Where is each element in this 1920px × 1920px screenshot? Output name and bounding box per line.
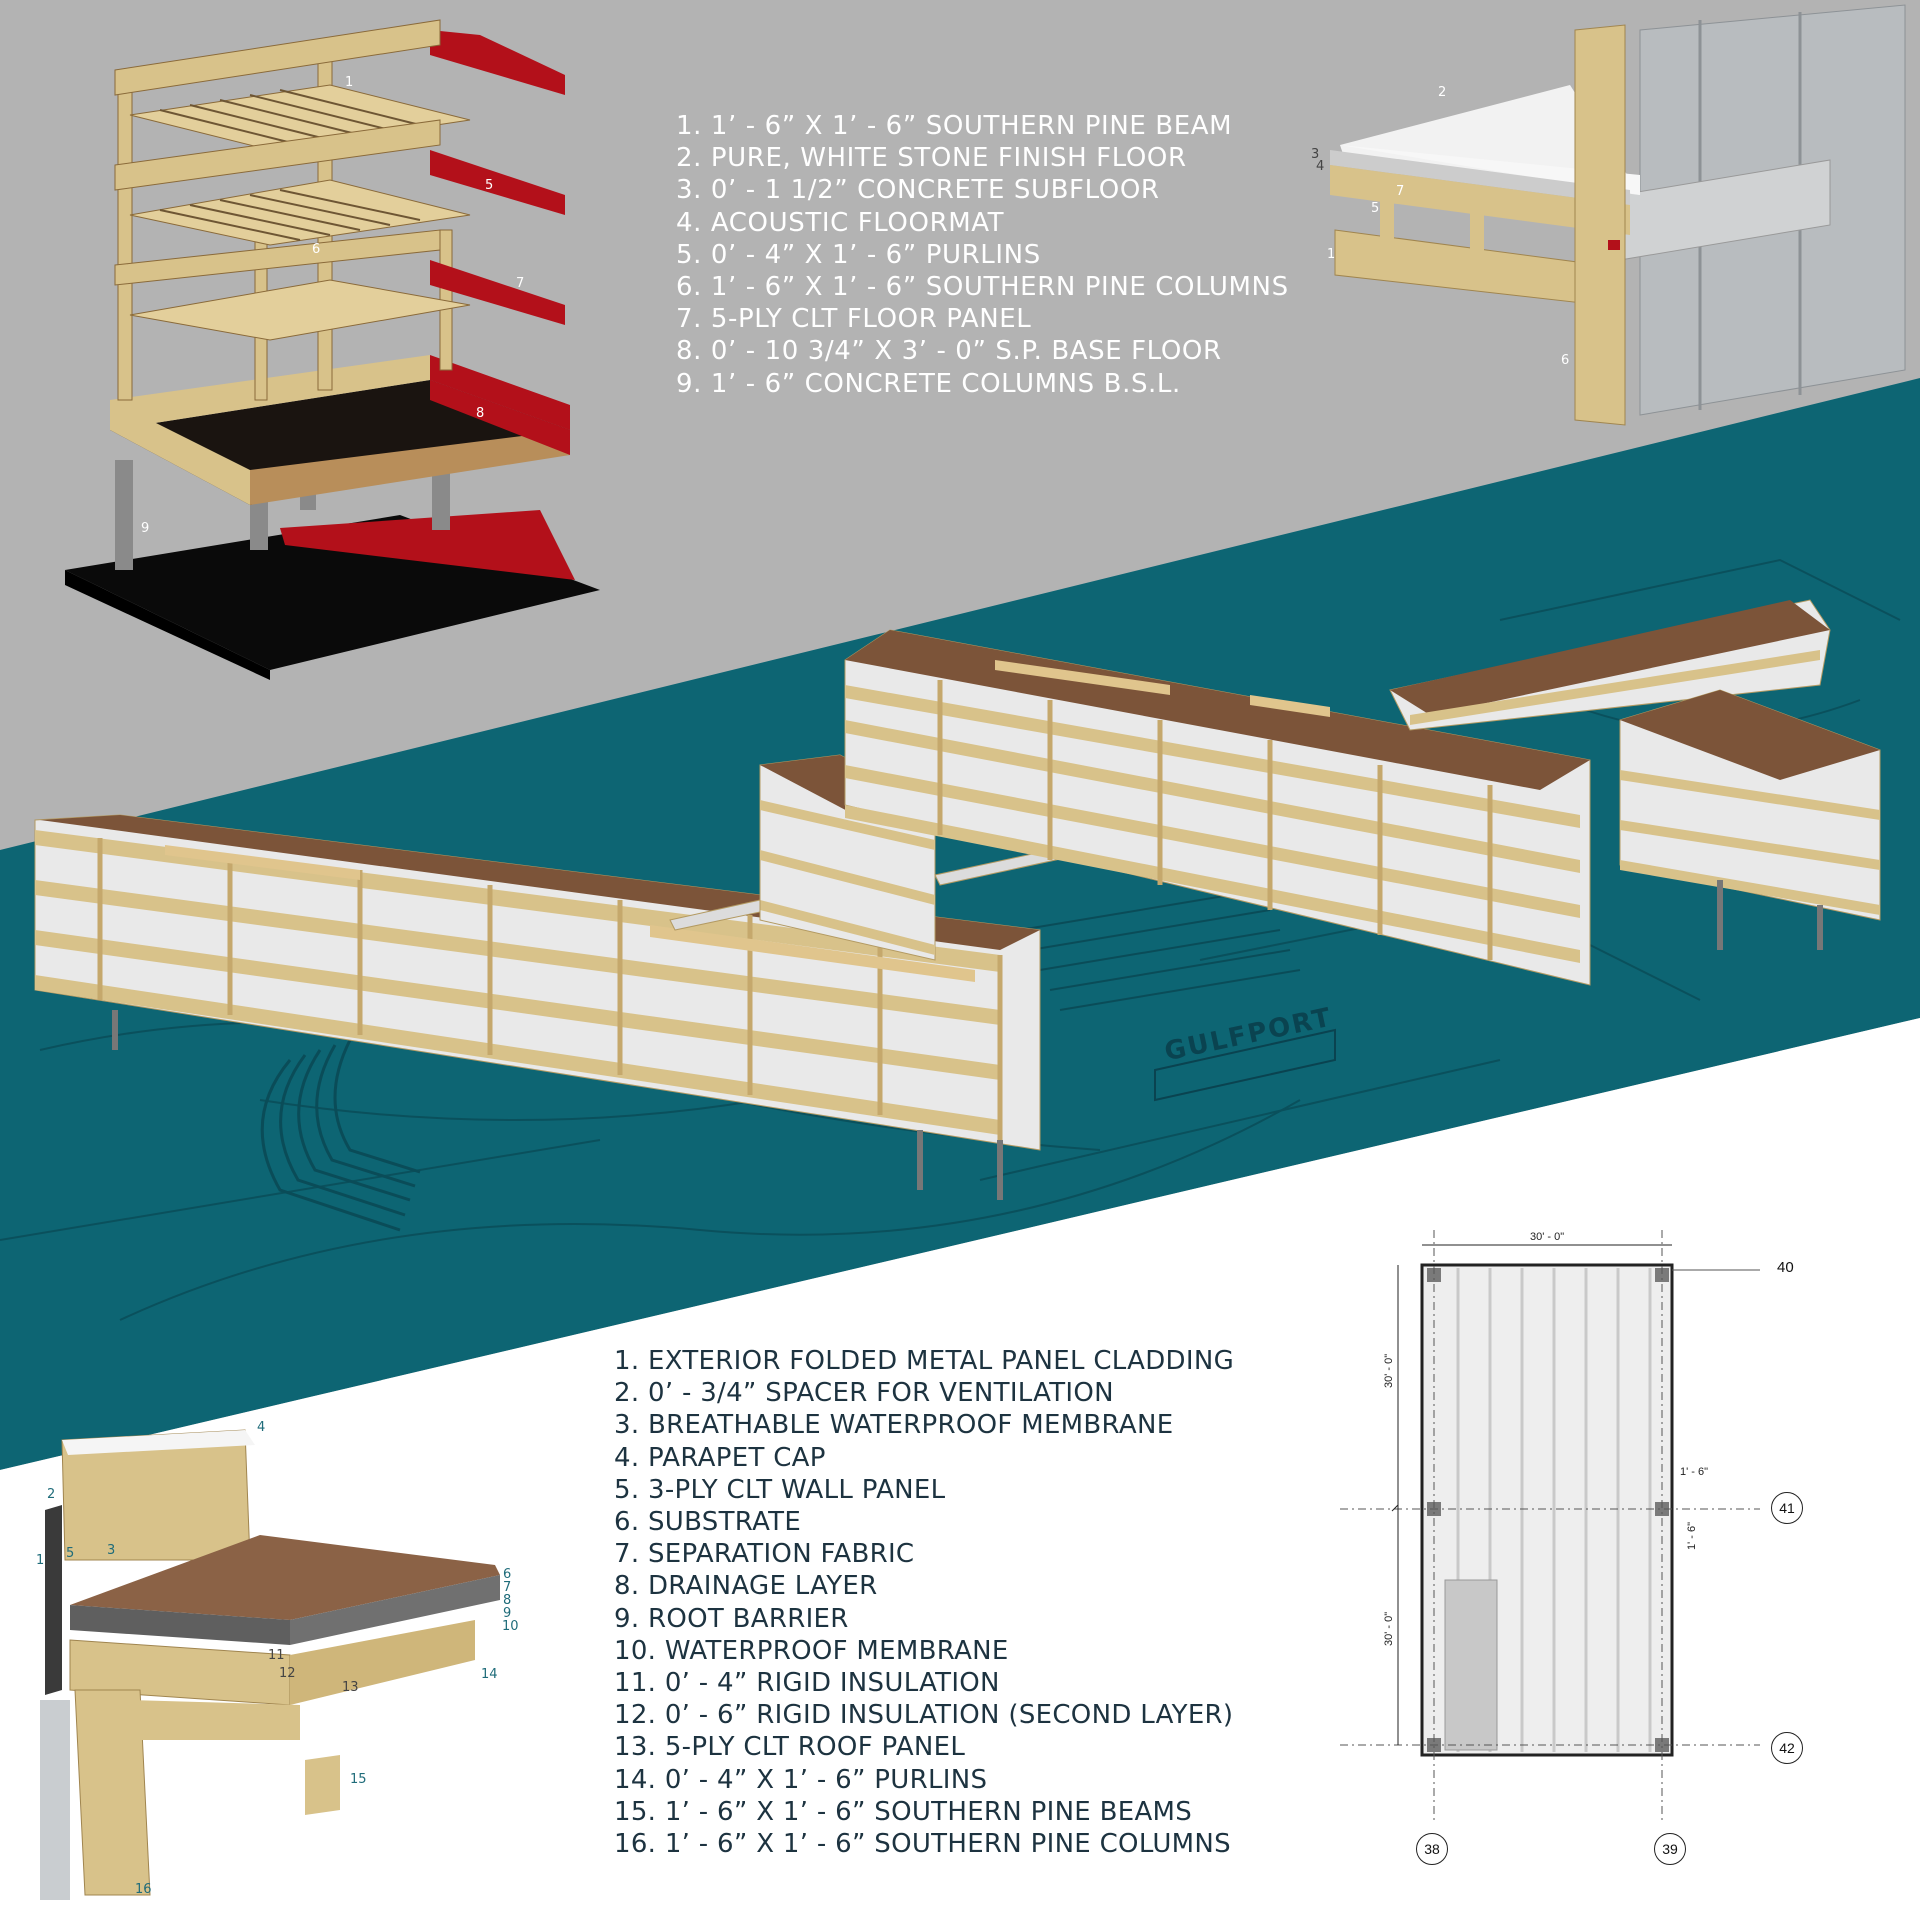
grid-row-label: 40 — [1777, 1259, 1794, 1276]
right-upper-wing — [1389, 599, 1831, 731]
legend-item: 10. WATERPROOF MEMBRANE — [614, 1635, 1009, 1666]
frame-tag: 9 — [141, 521, 150, 536]
grid-row-label: 42 — [1779, 1740, 1795, 1756]
legend-item: 11. 0’ - 4” RIGID INSULATION — [614, 1668, 1000, 1699]
legend-item: 8. 0’ - 10 3/4” X 3’ - 0” S.P. BASE FLOO… — [676, 336, 1222, 367]
legend-item: 7. 5-PLY CLT FLOOR PANEL — [676, 304, 1032, 335]
legend-item: 12. 0’ - 6” RIGID INSULATION (SECOND LAY… — [614, 1700, 1234, 1731]
site-steps — [1019, 889, 1301, 1011]
grid-row-label: 41 — [1779, 1500, 1795, 1516]
legend-item: 9. 1’ - 6” CONCRETE COLUMNS B.S.L. — [676, 368, 1181, 399]
center-wing — [844, 629, 1591, 986]
roof-detail-tag: 2 — [47, 1487, 56, 1502]
grid-row-bubble: 42 — [1771, 1732, 1803, 1764]
legend-item: 6. SUBSTRATE — [614, 1507, 802, 1538]
amphitheater — [260, 1039, 421, 1232]
legend-item: 1. 1’ - 6” X 1’ - 6” SOUTHERN PINE BEAM — [676, 111, 1233, 141]
roof-detail-tag: 3 — [107, 1543, 116, 1558]
structural-legend: 1. 1’ - 6” X 1’ - 6” SOUTHERN PINE BEAM … — [676, 110, 1289, 400]
roof-detail-tag: 16 — [135, 1882, 152, 1897]
site-plan-lines — [0, 558, 1901, 1321]
plan-dim-column-h: 1' - 6" — [1680, 1466, 1709, 1478]
roof-detail-tag: 14 — [481, 1667, 498, 1682]
roof-detail-tag: 12 — [279, 1666, 296, 1681]
frame-tag: 7 — [516, 276, 525, 291]
floor-detail-tag: 7 — [1396, 184, 1405, 199]
legend-item: 4. PARAPET CAP — [614, 1442, 826, 1473]
legend-item: 5. 3-PLY CLT WALL PANEL — [614, 1474, 946, 1505]
floor-detail-tag: 5 — [1371, 201, 1380, 216]
floor-detail-tag: 6 — [1561, 353, 1570, 368]
legend-item: 7. SEPARATION FABRIC — [614, 1539, 915, 1570]
roof-detail-tag: 13 — [342, 1680, 359, 1695]
floor-detail-tag: 4 — [1316, 159, 1325, 174]
roof-detail-tag: 9 — [503, 1606, 512, 1621]
grid-row-bubble: 41 — [1771, 1492, 1803, 1524]
frame-tag: 1 — [345, 75, 354, 90]
legend-item: 1. EXTERIOR FOLDED METAL PANEL CLADDING — [614, 1346, 1235, 1376]
legend-item: 4. ACOUSTIC FLOORMAT — [676, 207, 1005, 238]
legend-item: 5. 0’ - 4” X 1’ - 6” PURLINS — [676, 239, 1041, 270]
roof-detail-tag: 15 — [350, 1772, 367, 1787]
plan-dim-left-upper: 30' - 0" — [1383, 1353, 1395, 1388]
legend-item: 13. 5-PLY CLT ROOF PANEL — [614, 1732, 966, 1763]
roof-detail-tag: 1 — [36, 1553, 45, 1568]
roof-detail-tag: 8 — [503, 1593, 512, 1608]
frame-tag: 8 — [476, 406, 485, 421]
structural-frame-axon — [65, 19, 600, 680]
plan-dim-column-v: 1' - 6" — [1686, 1521, 1698, 1550]
floor-detail-tag: 3 — [1311, 147, 1320, 162]
grid-col-bubble: 39 — [1654, 1833, 1686, 1865]
floor-detail-tag: 2 — [1438, 85, 1447, 100]
legend-item: 3. 0’ - 1 1/2” CONCRETE SUBFLOOR — [676, 175, 1160, 206]
legend-item: 2. 0’ - 3/4” SPACER FOR VENTILATION — [614, 1378, 1114, 1409]
legend-item: 8. DRAINAGE LAYER — [614, 1571, 878, 1602]
legend-item: 2. PURE, WHITE STONE FINISH FLOOR — [676, 143, 1187, 174]
plan-dim-left-lower: 30' - 0" — [1383, 1611, 1395, 1646]
grid-col-bubble: 38 — [1416, 1833, 1448, 1865]
right-block — [1619, 689, 1881, 950]
roof-detail-tag: 5 — [66, 1546, 75, 1561]
roof-detail-tag: 10 — [502, 1619, 519, 1634]
legend-item: 9. ROOT BARRIER — [614, 1603, 849, 1634]
building-axonometric — [34, 599, 1881, 1200]
legend-item: 16. 1’ - 6” X 1’ - 6” SOUTHERN PINE COLU… — [614, 1829, 1231, 1860]
roof-detail-tag: 11 — [268, 1648, 285, 1663]
roof-detail-tag: 6 — [503, 1567, 512, 1582]
floor-detail-tag: 1 — [1327, 247, 1336, 262]
plan-dim-top: 30' - 0" — [1530, 1231, 1565, 1243]
floor-assembly-detail — [1330, 4, 1906, 426]
roof-detail-tag: 4 — [257, 1420, 266, 1435]
grid-col-label: 38 — [1424, 1841, 1440, 1857]
legend-item: 14. 0’ - 4” X 1’ - 6” PURLINS — [614, 1764, 988, 1795]
roof-legend: 1. EXTERIOR FOLDED METAL PANEL CLADDING … — [614, 1345, 1234, 1860]
roof-detail-tag: 7 — [503, 1580, 512, 1595]
legend-item: 3. BREATHABLE WATERPROOF MEMBRANE — [614, 1410, 1174, 1441]
grid-col-label: 39 — [1662, 1841, 1678, 1857]
legend-item: 15. 1’ - 6” X 1’ - 6” SOUTHERN PINE BEAM… — [614, 1796, 1193, 1827]
roof-assembly-detail — [40, 1429, 500, 1900]
frame-tag: 5 — [485, 178, 494, 193]
legend-item: 6. 1’ - 6” X 1’ - 6” SOUTHERN PINE COLUM… — [676, 272, 1289, 303]
frame-tag: 6 — [312, 242, 321, 257]
structural-plan — [1340, 1230, 1760, 1820]
